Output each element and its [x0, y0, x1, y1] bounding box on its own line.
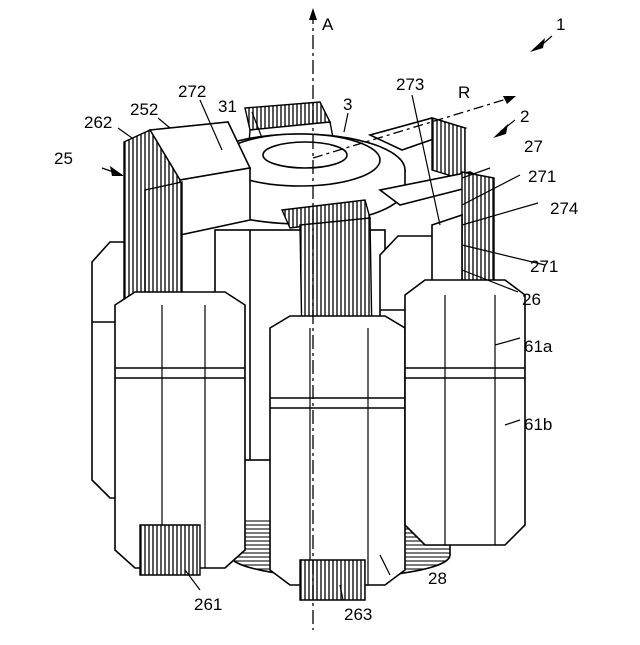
label-272: 272 — [178, 82, 206, 101]
label-26: 26 — [522, 290, 541, 309]
label-28: 28 — [428, 569, 447, 588]
label-3: 3 — [343, 95, 352, 114]
label-273: 273 — [396, 75, 424, 94]
label-271-upper: 271 — [528, 167, 556, 186]
label-263: 263 — [344, 605, 372, 624]
label-27: 27 — [524, 137, 543, 156]
label-271-lower: 271 — [530, 257, 558, 276]
arrow-2 — [493, 124, 508, 138]
label-R: R — [458, 83, 470, 102]
label-A: A — [322, 15, 334, 34]
fig-arrow-1 — [530, 38, 545, 52]
label-61b: 61b — [524, 415, 552, 434]
label-25: 25 — [54, 149, 73, 168]
label-61a: 61a — [524, 337, 553, 356]
label-252: 252 — [130, 100, 158, 119]
label-1: 1 — [556, 15, 565, 34]
label-274: 274 — [550, 199, 578, 218]
label-262: 262 — [84, 113, 112, 132]
label-2: 2 — [520, 107, 529, 126]
label-261: 261 — [194, 595, 222, 614]
front-right-coil — [405, 280, 525, 545]
label-31: 31 — [218, 97, 237, 116]
